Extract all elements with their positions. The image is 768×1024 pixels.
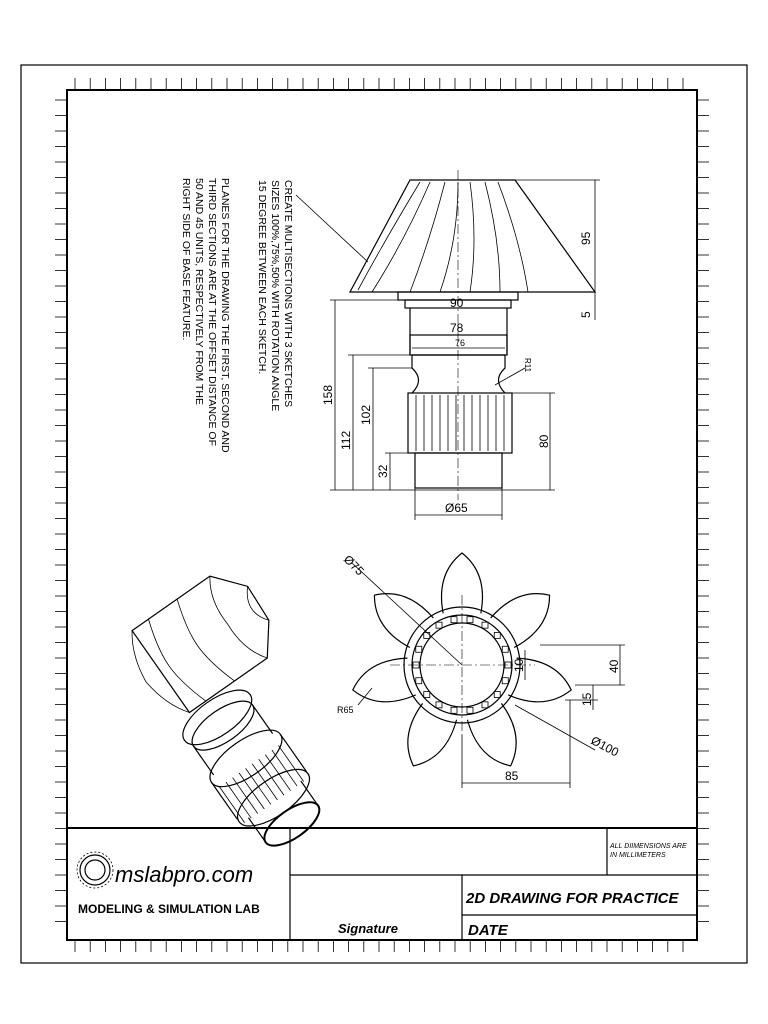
dim-5: 5: [579, 311, 593, 318]
drawing-title: 2D DRAWING FOR PRACTICE: [465, 890, 680, 907]
note-line-3: 15 DEGREE BETWEEN EACH SKETCH.: [256, 180, 268, 374]
multisection-note: CREATE MULTISECTIONS WITH 3 SKETCHES SIZ…: [256, 180, 294, 411]
dim-102: 102: [359, 405, 373, 425]
spline-teeth: [415, 395, 505, 451]
note-line-3: 50 AND 45 UNITS, RESPECTIVELY FROM THE: [193, 178, 205, 405]
dim-76: 76: [455, 338, 465, 348]
note-line-4: RIGHT SIDE OF BASE FEATURE.: [180, 178, 192, 340]
front-view: 95 5 90 78 76 R11 158 112 102 32 80 Ø65: [321, 170, 600, 520]
dim-90: 90: [450, 296, 464, 310]
dim-85: 85: [505, 769, 519, 783]
dim-112: 112: [339, 431, 353, 450]
dim-phi75: Ø75: [341, 552, 367, 578]
dim-32: 32: [376, 464, 390, 478]
dim-95: 95: [579, 231, 593, 245]
logo-text: mslabpro.com: [115, 862, 253, 887]
lab-name: MODELING & SIMULATION LAB: [78, 902, 260, 916]
dim-80: 80: [537, 434, 551, 448]
dim-r11: R11: [523, 358, 532, 373]
outer-frame: [20, 64, 748, 964]
note-line-2: THIRD SECTIONS ARE AT THE OFFSET DISTANC…: [206, 178, 218, 446]
date-label: DATE: [468, 922, 509, 939]
dim-78: 78: [450, 321, 464, 335]
isometric-view: [131, 575, 321, 847]
note-leader: [295, 194, 369, 263]
signature-label: Signature: [338, 921, 398, 936]
dim-phi65: Ø65: [445, 501, 468, 515]
note-line-1: PLANES FOR THE DRAWING THE FIRST, SECOND…: [219, 178, 231, 453]
dim-15: 15: [580, 692, 594, 706]
dims-note-2: IN MILLIMETERS: [610, 852, 666, 859]
title-block: mslabpro.com MODELING & SIMULATION LAB S…: [67, 827, 697, 940]
planes-note: PLANES FOR THE DRAWING THE FIRST, SECOND…: [180, 178, 231, 453]
dim-10: 10: [512, 658, 526, 672]
note-line-2: SIZES 100%,75%,50% WITH ROTATION ANGLE: [269, 180, 281, 411]
dim-158: 158: [321, 385, 335, 405]
dim-phi100: Ø100: [589, 733, 622, 759]
dim-r65: R65: [337, 705, 354, 715]
note-line-1: CREATE MULTISECTIONS WITH 3 SKETCHES: [282, 180, 294, 407]
inner-border: [66, 89, 698, 941]
border-ticks: [55, 78, 709, 952]
dim-40: 40: [607, 659, 621, 673]
side-view: Ø75 40 10 15 R65 Ø100 85: [337, 552, 625, 788]
logo-gear-icon: [76, 851, 114, 889]
dims-note-1: ALL DIIMENSIONS ARE: [609, 843, 687, 850]
